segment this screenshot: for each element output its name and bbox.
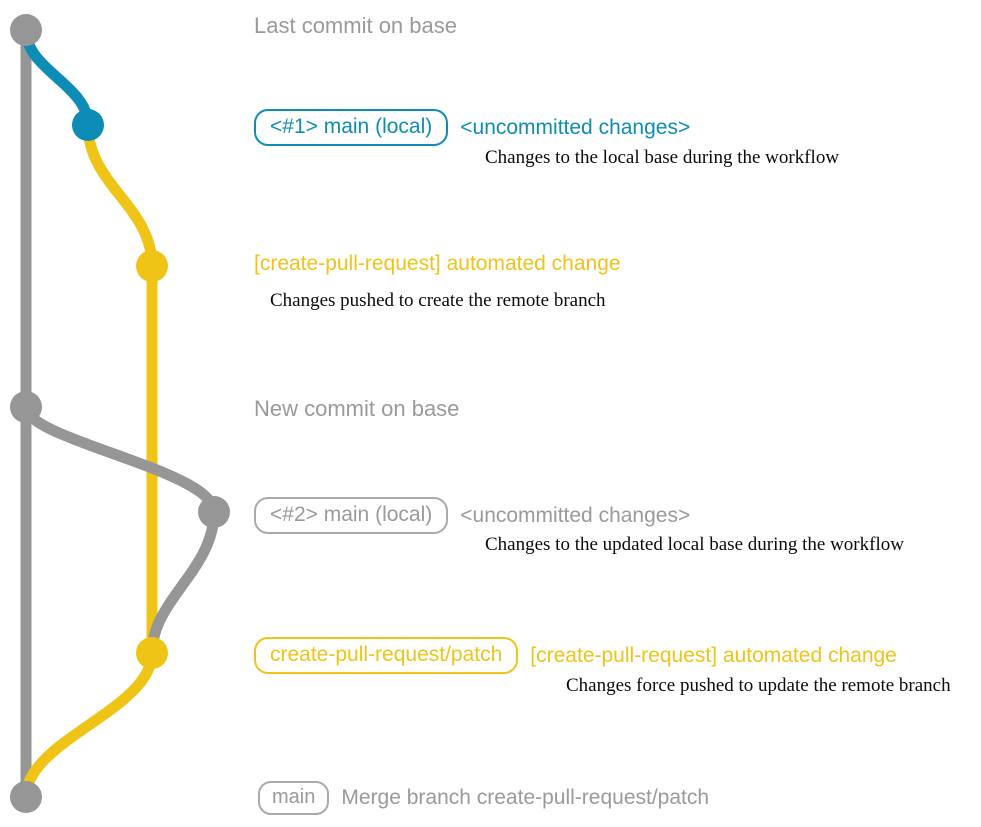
commit-note-automated-1: Changes pushed to create the remote bran… xyxy=(270,290,606,311)
branch-pill-main-local-2[interactable]: <#2> main (local) xyxy=(254,497,449,535)
branch-pill-main-local-1[interactable]: <#1> main (local) xyxy=(254,109,449,147)
git-commit-graph xyxy=(10,14,230,813)
commit-note-automated-2: Changes force pushed to update the remot… xyxy=(566,675,951,696)
commit-message-automated-1: [create-pull-request] automated change xyxy=(254,252,621,275)
edge-base-to-local-2 xyxy=(20,401,220,518)
edge-base-to-local-1 xyxy=(20,24,94,131)
commit-node-last-commit-on-base[interactable] xyxy=(10,14,42,46)
branch-pill-create-pull-request-patch[interactable]: create-pull-request/patch xyxy=(254,637,519,675)
commit-node-local-1[interactable] xyxy=(72,109,104,141)
branch-pill-main[interactable]: main xyxy=(258,781,330,815)
commit-row-local-1: <#1> main (local) <uncommitted changes> xyxy=(254,109,691,147)
commit-note-local-2: Changes to the updated local base during… xyxy=(485,534,904,555)
edge-local-to-patch-1 xyxy=(82,119,158,272)
edge-local-2-to-patch-2 xyxy=(146,506,220,659)
commit-node-merge[interactable] xyxy=(10,781,42,813)
commit-note-local-1: Changes to the local base during the wor… xyxy=(485,147,840,168)
commit-row-automated-2: create-pull-request/patch [create-pull-r… xyxy=(254,637,897,675)
commit-node-local-2[interactable] xyxy=(198,496,230,528)
commit-node-automated-change-2[interactable] xyxy=(136,637,168,669)
commit-node-new-commit-on-base[interactable] xyxy=(10,391,42,423)
commit-node-automated-change-1[interactable] xyxy=(136,250,168,282)
commit-row-merge: main Merge branch create-pull-request/pa… xyxy=(258,781,709,815)
commit-row-local-2: <#2> main (local) <uncommitted changes> xyxy=(254,497,691,535)
commit-message-local-1: <uncommitted changes> xyxy=(460,115,691,139)
commit-message-local-2: <uncommitted changes> xyxy=(460,503,691,527)
label-last-commit-on-base: Last commit on base xyxy=(254,13,457,38)
label-new-commit-on-base: New commit on base xyxy=(254,396,460,421)
commit-row-automated-1: [create-pull-request] automated change xyxy=(254,252,621,275)
edge-patch-to-merge xyxy=(20,647,158,803)
commit-message-merge: Merge branch create-pull-request/patch xyxy=(341,785,710,809)
commit-message-automated-2: [create-pull-request] automated change xyxy=(530,643,897,667)
